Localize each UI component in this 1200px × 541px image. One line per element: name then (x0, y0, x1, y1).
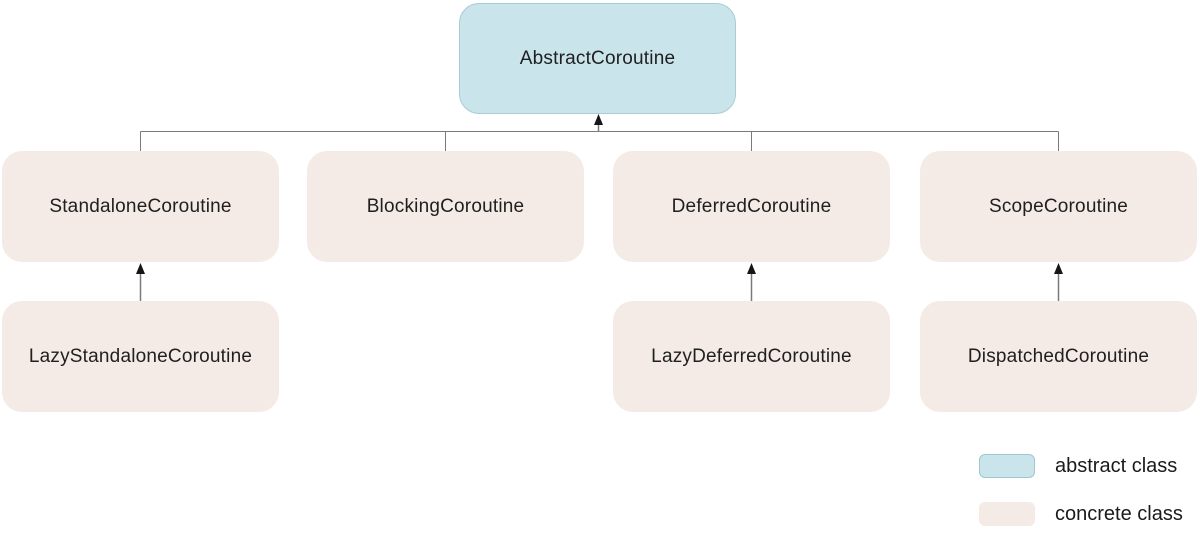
node-label: BlockingCoroutine (366, 195, 525, 217)
node-standalone-coroutine: StandaloneCoroutine (2, 151, 279, 262)
legend-swatch-abstract (979, 454, 1035, 478)
node-label: StandaloneCoroutine (49, 195, 232, 217)
node-deferred-coroutine: DeferredCoroutine (613, 151, 890, 262)
node-abstract-coroutine: AbstractCoroutine (459, 3, 736, 114)
node-label: DispatchedCoroutine (967, 345, 1150, 367)
edge-lazydeferred-to-deferred-arrowhead (747, 263, 756, 274)
node-label: DeferredCoroutine (671, 195, 832, 217)
edge-children-to-abstract-arrowhead (594, 114, 603, 125)
node-scope-coroutine: ScopeCoroutine (920, 151, 1197, 262)
legend-swatch-concrete (979, 502, 1035, 526)
legend-item-abstract: abstract class (979, 450, 1183, 482)
edge-dispatched-to-scope-arrowhead (1054, 263, 1063, 274)
edge-lazystandalone-to-standalone-arrowhead (136, 263, 145, 274)
node-label: ScopeCoroutine (988, 195, 1129, 217)
legend-item-concrete: concrete class (979, 498, 1183, 530)
node-label: LazyStandaloneCoroutine (28, 345, 253, 367)
node-label: AbstractCoroutine (519, 47, 676, 69)
node-lazy-standalone-coroutine: LazyStandaloneCoroutine (2, 301, 279, 412)
legend: abstract class concrete class (979, 450, 1183, 530)
node-blocking-coroutine: BlockingCoroutine (307, 151, 584, 262)
legend-label-abstract: abstract class (1055, 454, 1178, 477)
legend-label-concrete: concrete class (1055, 502, 1183, 525)
node-label: LazyDeferredCoroutine (651, 345, 852, 367)
node-lazy-deferred-coroutine: LazyDeferredCoroutine (613, 301, 890, 412)
node-dispatched-coroutine: DispatchedCoroutine (920, 301, 1197, 412)
